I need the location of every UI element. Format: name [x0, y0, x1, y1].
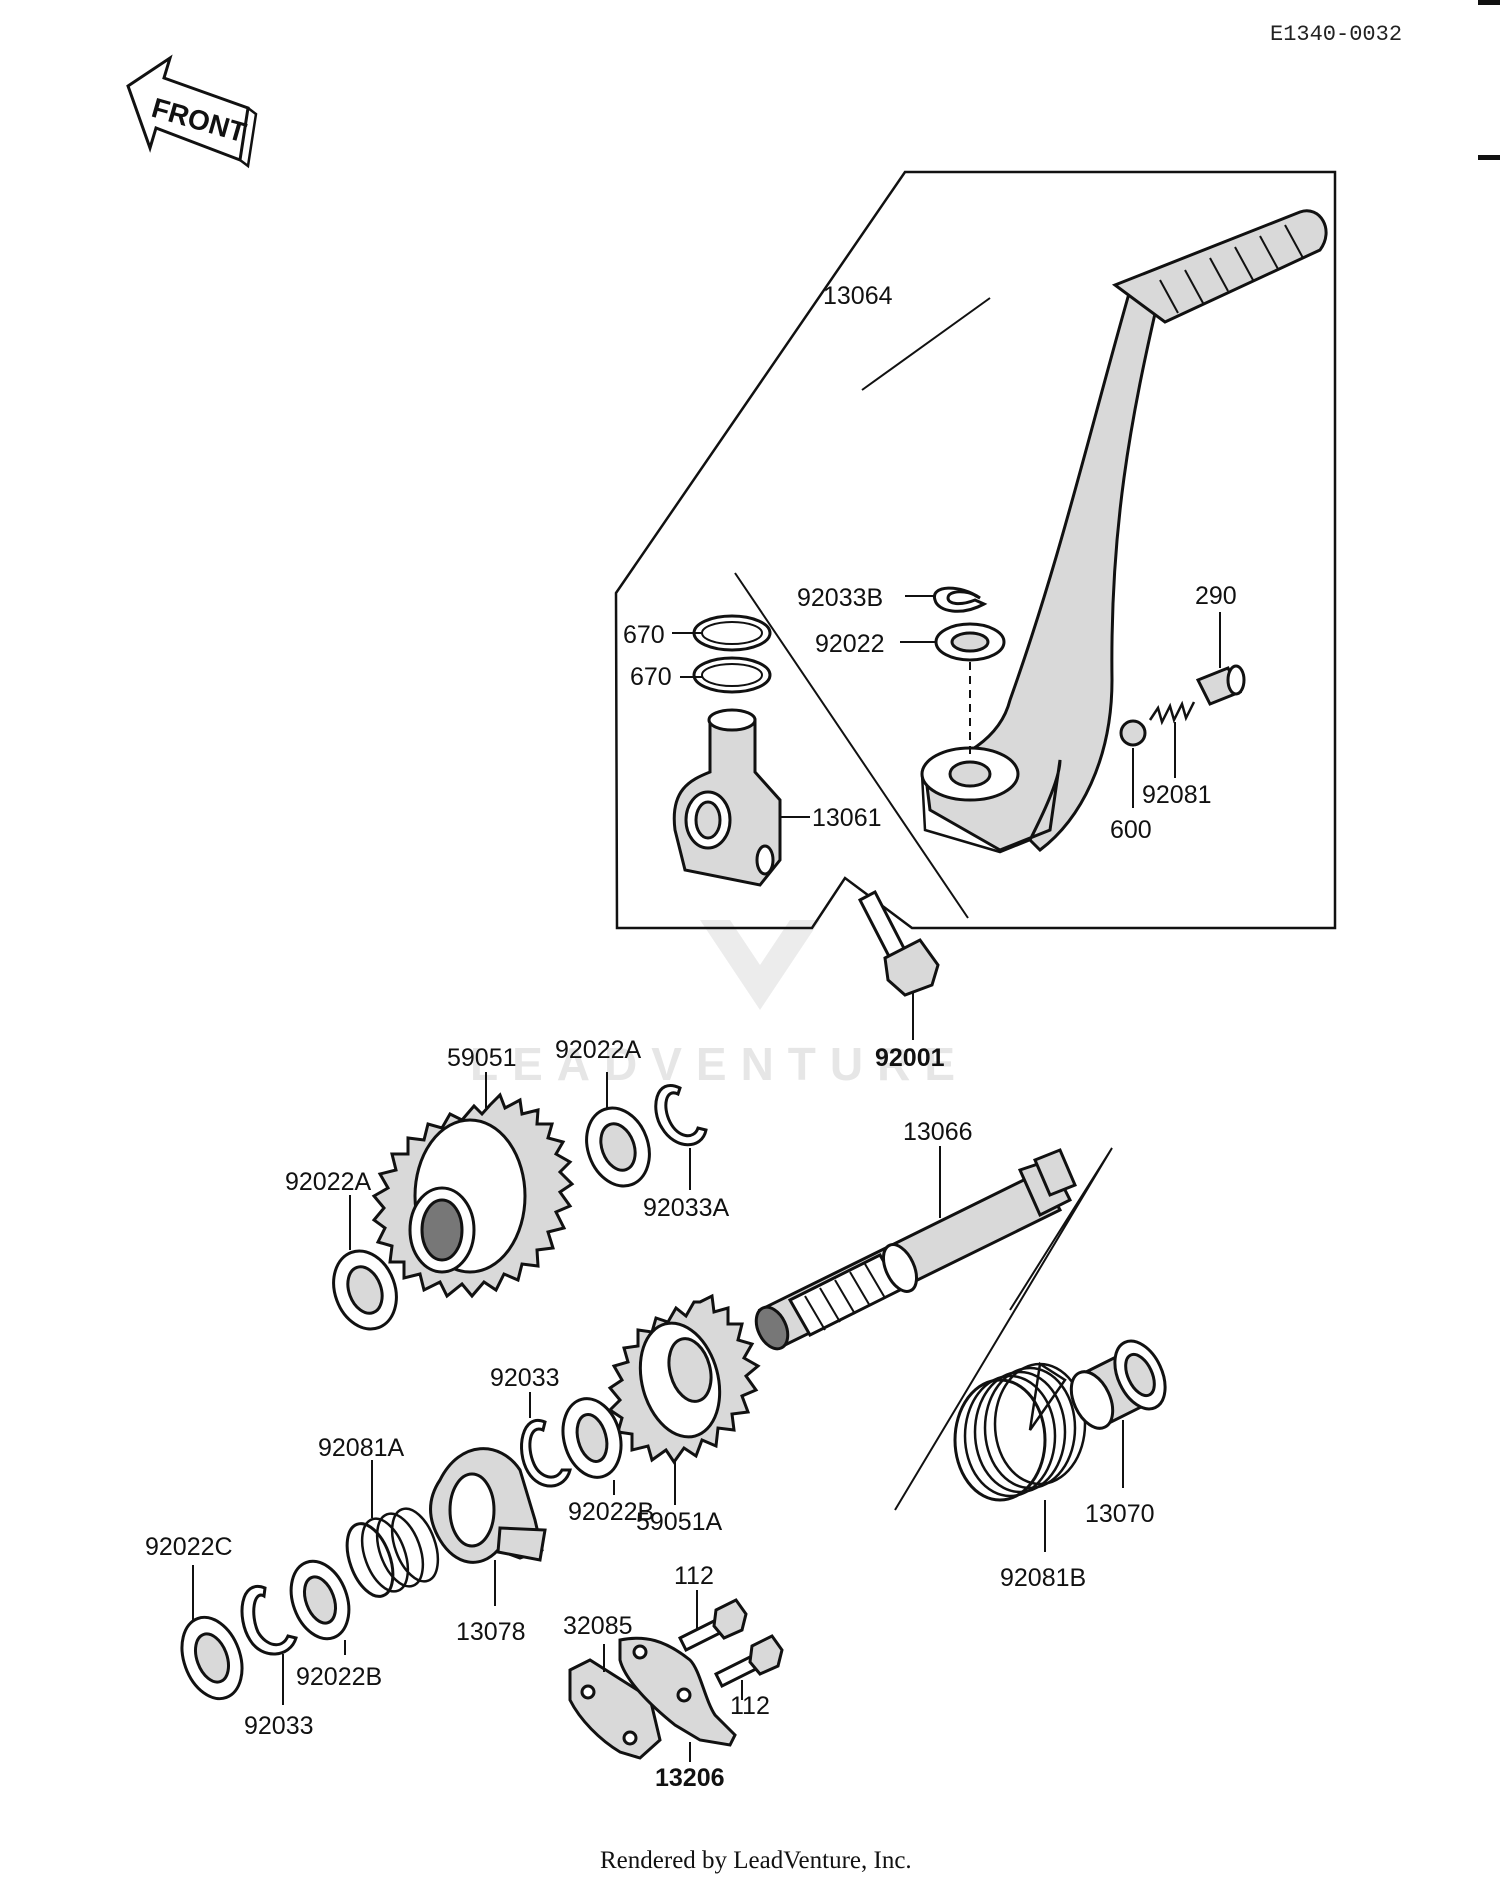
label-92033-middle: 92033	[490, 1364, 560, 1392]
label-92022A-top: 92022A	[555, 1036, 642, 1064]
label-13061: 13061	[812, 804, 882, 832]
o-ring-670-lower	[692, 656, 772, 694]
washer-92022B-middle	[561, 1397, 623, 1479]
washer-92022	[934, 622, 1006, 662]
plug-290	[1195, 664, 1246, 706]
spring-92081	[1148, 700, 1196, 726]
label-92033A: 92033A	[643, 1194, 730, 1222]
watermark-text: LEADVENTURE	[470, 1038, 969, 1090]
label-92022: 92022	[815, 630, 885, 658]
label-13064: 13064	[823, 282, 893, 310]
circlip-92033-low	[240, 1584, 298, 1656]
label-92022C: 92022C	[145, 1533, 233, 1561]
ratchet-13078	[429, 1447, 547, 1564]
bolt-112-top	[677, 1598, 748, 1653]
gear-59051A	[607, 1293, 761, 1465]
spring-92081A	[345, 1507, 440, 1598]
label-92081A: 92081A	[318, 1434, 405, 1462]
label-13078: 13078	[456, 1618, 526, 1646]
kick-pedal-assembly-frame	[614, 170, 1337, 930]
circlip-92033A	[654, 1084, 708, 1147]
washer-92022C	[180, 1615, 244, 1701]
label-92001: 92001	[875, 1044, 945, 1072]
washer-92022B-low	[289, 1559, 351, 1641]
label-92081: 92081	[1142, 781, 1212, 809]
front-arrow-icon: FRONT	[126, 54, 258, 169]
label-92033B: 92033B	[797, 584, 883, 612]
guide-13206	[618, 1636, 737, 1747]
kick-shaft-13066	[754, 1148, 1077, 1351]
label-59051A: 59051A	[636, 1508, 723, 1536]
label-59051: 59051	[447, 1044, 517, 1072]
label-112-bottom: 112	[730, 1692, 770, 1720]
bolt-92001	[857, 889, 940, 997]
leader-13064	[861, 297, 991, 391]
circlip-92033B	[933, 586, 988, 613]
label-13066: 13066	[903, 1118, 973, 1146]
label-112-top: 112	[674, 1562, 714, 1590]
bolt-112-bottom	[713, 1634, 784, 1689]
ball-600	[1119, 719, 1147, 747]
edge-mark	[1478, 0, 1500, 5]
kick-pedal-13064	[920, 209, 1328, 854]
gear-59051	[371, 1092, 575, 1299]
washer-92022A-top	[585, 1106, 651, 1188]
footer-credit: Rendered by LeadVenture, Inc.	[600, 1847, 912, 1874]
label-92022A-left: 92022A	[285, 1168, 372, 1196]
diagram-code: E1340-0032	[1270, 22, 1402, 47]
label-92022B-middle: 92022B	[568, 1498, 654, 1526]
label-670-upper: 670	[623, 621, 665, 649]
label-600: 600	[1110, 816, 1152, 844]
edge-mark	[1478, 155, 1500, 160]
plate-32085	[568, 1658, 662, 1760]
o-ring-670-upper	[692, 614, 772, 652]
label-13206: 13206	[655, 1764, 725, 1792]
label-670-lower: 670	[630, 663, 672, 691]
collar-13070	[1069, 1339, 1167, 1430]
circlip-92033-middle	[520, 1418, 572, 1488]
washer-92022A-left	[332, 1249, 398, 1331]
leadventure-watermark: LEADVENTURE	[470, 920, 969, 1090]
label-92033-low: 92033	[244, 1712, 314, 1740]
spring-92081B	[953, 1361, 1087, 1502]
shaft-assembly-guide	[894, 1147, 1113, 1511]
label-13070: 13070	[1085, 1500, 1155, 1528]
label-32085: 32085	[563, 1612, 633, 1640]
shaft-splines	[804, 1263, 886, 1331]
kick-joint-13061	[672, 708, 782, 887]
label-92022B-low: 92022B	[296, 1663, 382, 1691]
pedal-grip-ribs	[1159, 224, 1304, 314]
label-92081B: 92081B	[1000, 1564, 1086, 1592]
label-290: 290	[1195, 582, 1237, 610]
